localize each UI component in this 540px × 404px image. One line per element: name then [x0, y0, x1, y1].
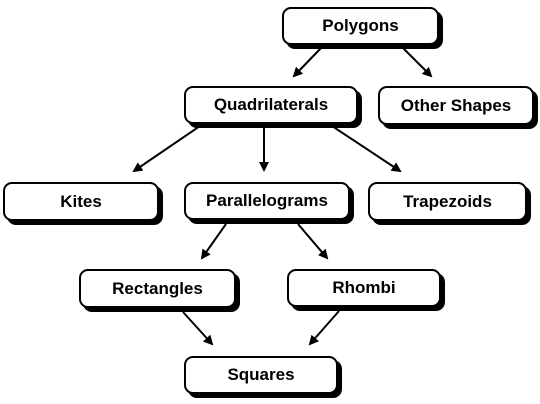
node-other-shapes: Other Shapes [378, 86, 534, 125]
arrow-rhombi-to-squares [308, 310, 340, 346]
node-kites: Kites [3, 182, 159, 221]
node-rhombi: Rhombi [287, 269, 441, 307]
node-rectangles: Rectangles [79, 269, 236, 308]
node-quadrilaterals-label: Quadrilaterals [213, 95, 329, 114]
node-trapezoids-label: Trapezoids [403, 191, 492, 211]
node-other-shapes-label: Other Shapes [400, 95, 512, 115]
node-squares-label: Squares [227, 365, 295, 384]
node-parallelograms-label: Parallelograms [206, 191, 328, 210]
arrow-parallelograms-to-rectangles [200, 223, 227, 260]
node-polygons: Polygons [282, 7, 439, 45]
node-parallelograms: Parallelograms [184, 182, 350, 220]
arrow-quadrilaterals-to-kites [132, 125, 201, 173]
arrow-polygons-to-quadrilaterals [292, 46, 323, 78]
node-rhombi-label: Rhombi [332, 278, 396, 297]
node-squares: Squares [184, 356, 338, 394]
node-rectangles-label: Rectangles [112, 278, 203, 298]
node-trapezoids: Trapezoids [368, 182, 527, 221]
node-quadrilaterals: Quadrilaterals [184, 86, 358, 124]
arrow-polygons-to-other-shapes [401, 46, 433, 78]
node-kites-label: Kites [60, 191, 102, 211]
arrow-rectangles-to-squares [182, 311, 214, 346]
arrow-parallelograms-to-rhombi [297, 223, 329, 260]
arrow-quadrilaterals-to-trapezoids [331, 125, 402, 173]
node-polygons-label: Polygons [322, 16, 399, 35]
